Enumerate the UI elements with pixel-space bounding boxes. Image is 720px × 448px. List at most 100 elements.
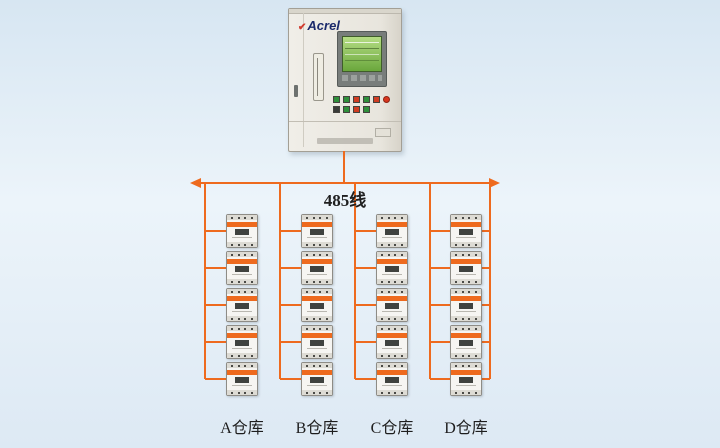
meter-terminals-bottom — [451, 279, 481, 284]
meter-terminals-top — [377, 363, 407, 368]
cabinet-button — [363, 96, 370, 103]
meter-lcd — [385, 377, 399, 383]
acrel-logo-mark: ✔ — [298, 22, 307, 33]
meter-lcd — [235, 303, 249, 309]
meter-terminals-bottom — [377, 390, 407, 395]
meter-lcd — [459, 340, 473, 346]
cabinet-button — [353, 106, 360, 113]
meter-brand-band — [451, 259, 481, 264]
meter-terminals-top — [377, 252, 407, 257]
meter-terminals-bottom — [377, 242, 407, 247]
warehouse-column — [301, 214, 333, 396]
power-meter-device — [301, 362, 333, 396]
cabinet-button — [333, 106, 340, 113]
meter-brand-band — [451, 370, 481, 375]
meter-detail-line — [232, 348, 252, 349]
meter-brand-band — [227, 296, 257, 301]
meter-terminals-bottom — [451, 390, 481, 395]
meter-brand-band — [227, 370, 257, 375]
cabinet-screen-bezel — [337, 31, 387, 87]
power-meter-device — [301, 288, 333, 322]
power-meter-device — [301, 251, 333, 285]
cabinet-button — [333, 96, 340, 103]
meter-detail-line — [382, 237, 402, 238]
meter-detail-line — [307, 311, 327, 312]
meter-terminals-top — [227, 289, 257, 294]
meter-lcd — [385, 266, 399, 272]
meter-terminals-top — [302, 252, 332, 257]
meter-terminals-top — [451, 215, 481, 220]
meter-lcd — [235, 377, 249, 383]
cabinet-top-edge — [289, 9, 401, 14]
meter-terminals-top — [377, 215, 407, 220]
meter-detail-line — [382, 274, 402, 275]
meter-terminals-bottom — [227, 279, 257, 284]
meter-terminals-top — [451, 252, 481, 257]
meter-detail-line — [456, 274, 476, 275]
branch-stubs-c — [355, 230, 376, 380]
power-meter-device — [226, 288, 258, 322]
meter-terminals-bottom — [302, 279, 332, 284]
cabinet-keypad — [342, 75, 382, 81]
meter-terminals-bottom — [451, 353, 481, 358]
meter-detail-line — [456, 311, 476, 312]
cabinet-door-seam — [303, 13, 304, 147]
meter-terminals-bottom — [302, 353, 332, 358]
meter-terminals-bottom — [302, 242, 332, 247]
meter-terminals-top — [227, 363, 257, 368]
meter-lcd — [385, 340, 399, 346]
meter-detail-line — [456, 237, 476, 238]
meter-detail-line — [307, 385, 327, 386]
meter-detail-line — [307, 274, 327, 275]
meter-detail-line — [456, 348, 476, 349]
meter-terminals-top — [377, 289, 407, 294]
meter-detail-line — [307, 348, 327, 349]
meter-brand-band — [302, 370, 332, 375]
cabinet-button — [363, 106, 370, 113]
meter-brand-band — [451, 222, 481, 227]
meter-brand-band — [302, 222, 332, 227]
meter-lcd — [310, 377, 324, 383]
bus-label: 485线 — [323, 191, 367, 210]
cabinet-button — [373, 96, 380, 103]
power-meter-device — [226, 214, 258, 248]
power-meter-device — [376, 362, 408, 396]
meter-detail-line — [382, 385, 402, 386]
meter-detail-line — [307, 237, 327, 238]
cabinet-sticker — [375, 128, 391, 137]
meter-terminals-top — [302, 289, 332, 294]
power-meter-device — [376, 251, 408, 285]
meter-brand-band — [227, 222, 257, 227]
meter-lcd — [235, 340, 249, 346]
meter-brand-band — [302, 296, 332, 301]
warehouse-label: A仓库 — [220, 420, 264, 437]
warehouse-label: B仓库 — [295, 420, 339, 437]
branch-stubs-b — [280, 230, 301, 380]
cabinet-lcd-screen — [342, 36, 382, 72]
power-meter-device — [450, 325, 482, 359]
meter-terminals-top — [227, 252, 257, 257]
power-meter-device — [226, 362, 258, 396]
meter-detail-line — [382, 348, 402, 349]
meter-terminals-top — [451, 289, 481, 294]
meter-terminals-bottom — [377, 316, 407, 321]
cabinet-button — [343, 96, 350, 103]
meter-brand-band — [302, 259, 332, 264]
meter-lcd — [459, 377, 473, 383]
meter-terminals-bottom — [227, 316, 257, 321]
meter-lcd — [310, 229, 324, 235]
acrel-logo-text: Acrel — [307, 18, 340, 33]
branch-stubs-d — [430, 230, 450, 380]
meter-terminals-top — [227, 326, 257, 331]
meter-terminals-bottom — [377, 279, 407, 284]
meter-brand-band — [377, 222, 407, 227]
cabinet-button — [353, 96, 360, 103]
meter-lcd — [310, 303, 324, 309]
meter-terminals-top — [451, 326, 481, 331]
meter-detail-line — [232, 311, 252, 312]
meter-terminals-bottom — [227, 242, 257, 247]
cabinet-nameplate — [317, 138, 373, 144]
